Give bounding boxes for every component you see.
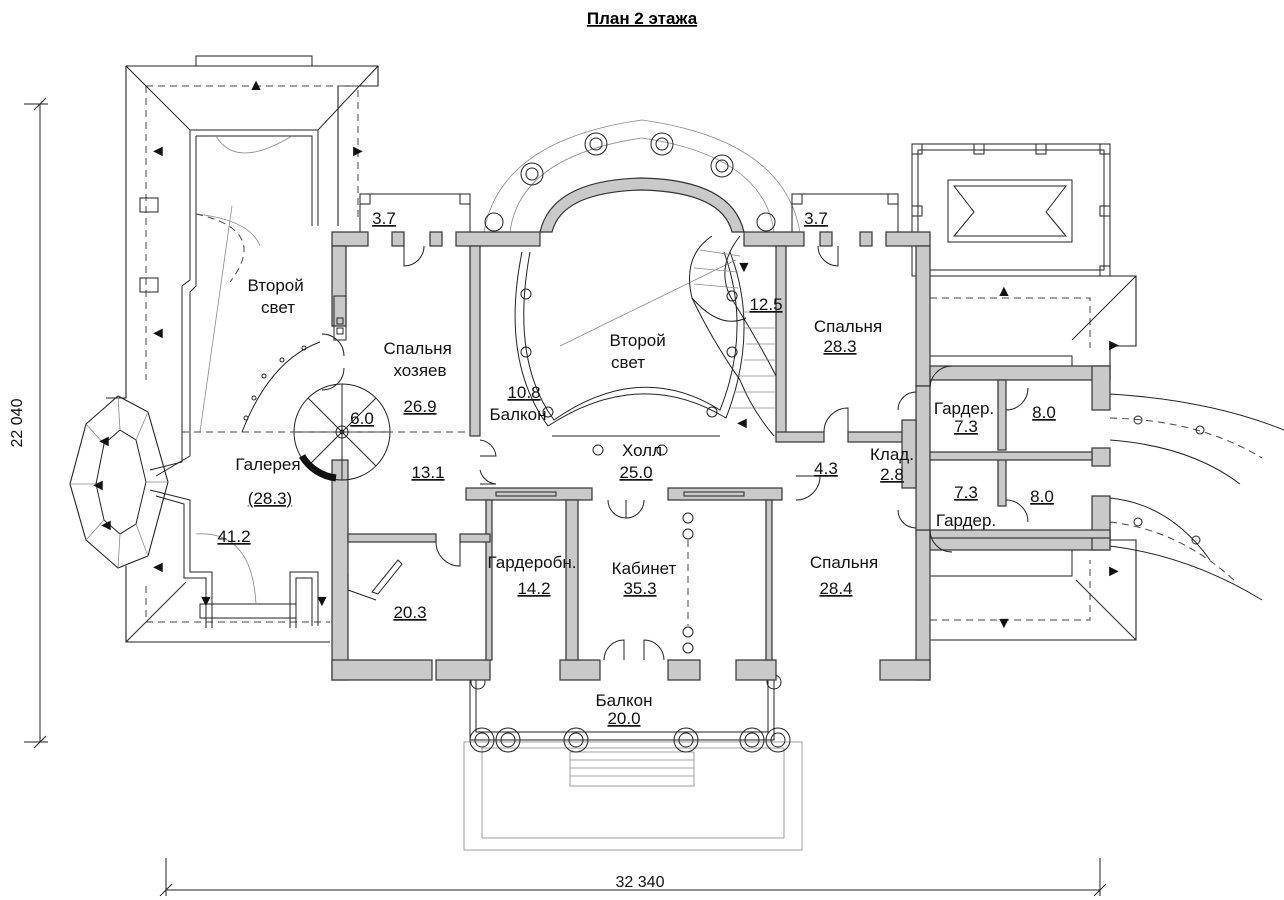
- height-dimension-label: 22 040: [9, 398, 26, 447]
- svg-text:▼: ▼: [996, 615, 1012, 632]
- svg-text:◄: ◄: [98, 517, 114, 534]
- svg-text:◄: ◄: [150, 559, 166, 576]
- width-dimension: 32 340: [159, 858, 1107, 897]
- room-wardrobe-top-area: 7.3: [954, 417, 978, 436]
- balcony-columns: [469, 674, 791, 753]
- room-80-bottom-area: 8.0: [1030, 487, 1054, 506]
- hall-gallery: [495, 251, 745, 654]
- balcony-top-right-area: 3.7: [804, 209, 828, 228]
- svg-text:◄: ◄: [150, 325, 166, 342]
- room-sketch: [371, 559, 403, 595]
- room-dressing-area: 14.2: [517, 579, 550, 598]
- room-wardrobe-bottom: Гардер.: [936, 511, 996, 530]
- svg-text:▲: ▲: [996, 283, 1012, 300]
- room-gallery-area: (28.3): [248, 489, 292, 508]
- spiral-staircase: [182, 341, 470, 482]
- rotunda: [483, 119, 801, 233]
- room-13-area: 13.1: [411, 463, 444, 482]
- room-storage: Клад.: [870, 445, 914, 464]
- room-second-light-center: Второй свет: [610, 331, 671, 372]
- spiral-stair-area: 6.0: [350, 409, 374, 428]
- room-bedroom-bottom-right: Спальня: [810, 553, 878, 572]
- room-second-light-left: Второй свет: [248, 276, 309, 317]
- room-dressing: Гардеробн.: [488, 553, 577, 572]
- width-dimension-label: 32 340: [616, 874, 665, 891]
- room-study-area: 35.3: [623, 579, 656, 598]
- room-master-bedroom: Спальня хозяев: [383, 339, 456, 380]
- curved-staircase: ▼ ◄: [689, 235, 777, 437]
- svg-text:▼: ▼: [314, 593, 330, 610]
- room-wardrobe-top: Гардер.: [934, 399, 994, 418]
- doors: [321, 245, 1029, 661]
- room-43-area: 4.3: [814, 459, 838, 478]
- right-wing-roof: ▲ ▼ ► ►: [911, 143, 1284, 641]
- room-storage-area: 2.8: [880, 465, 904, 484]
- room-master-bedroom-area: 26.9: [403, 397, 436, 416]
- room-bedroom-top-right: Спальня: [814, 317, 882, 336]
- room-hall-area: 25.0: [619, 463, 652, 482]
- svg-text:◄: ◄: [96, 433, 112, 450]
- room-80-top-area: 8.0: [1032, 403, 1056, 422]
- svg-text:▼: ▼: [736, 259, 752, 276]
- room-gallery: Галерея: [235, 455, 300, 474]
- svg-text:►: ►: [1106, 563, 1122, 580]
- height-dimension: 22 040: [9, 97, 48, 749]
- svg-text:◄: ◄: [150, 143, 166, 160]
- room-bedroom-bottom-right-area: 28.4: [819, 579, 852, 598]
- svg-text:►: ►: [350, 143, 366, 160]
- room-bedroom-top-right-area: 28.3: [823, 337, 856, 356]
- left-wing-roof: ▲ ◄ ► ◄ ◄ ▼ ▼: [106, 55, 379, 643]
- column: [484, 132, 776, 232]
- room-labels: Второй свет Спальня хозяев 26.9 3.7 3.7 …: [217, 209, 1055, 728]
- svg-text:►: ►: [1106, 337, 1122, 354]
- roof-posts: [911, 143, 1111, 277]
- svg-text:▲: ▲: [248, 77, 264, 94]
- svg-text:◄: ◄: [734, 415, 750, 432]
- balcony-mid-name: Балкон: [489, 405, 546, 424]
- turret-roof: ◄ ◄ ◄: [69, 395, 169, 569]
- stair-right-area: 12.5: [749, 295, 782, 314]
- room-study: Кабинет: [612, 559, 677, 578]
- balcony-bottom-area: 20.0: [607, 709, 640, 728]
- bottom-balcony-structure: [463, 674, 803, 851]
- room-gallery-lower-area: 41.2: [217, 527, 250, 546]
- balcony-top-left-area: 3.7: [372, 209, 396, 228]
- room-hall: Холл: [622, 441, 662, 460]
- svg-text:◄: ◄: [90, 477, 106, 494]
- room-wardrobe-bottom-area: 7.3: [954, 483, 978, 502]
- walls: [331, 193, 1111, 681]
- room-203-area: 20.3: [393, 603, 426, 622]
- balcony-bottom-name: Балкон: [595, 691, 652, 710]
- svg-text:▼: ▼: [198, 593, 214, 610]
- plan-title: План 2 этажа: [587, 9, 698, 28]
- balcony-mid-area: 10.8: [507, 383, 540, 402]
